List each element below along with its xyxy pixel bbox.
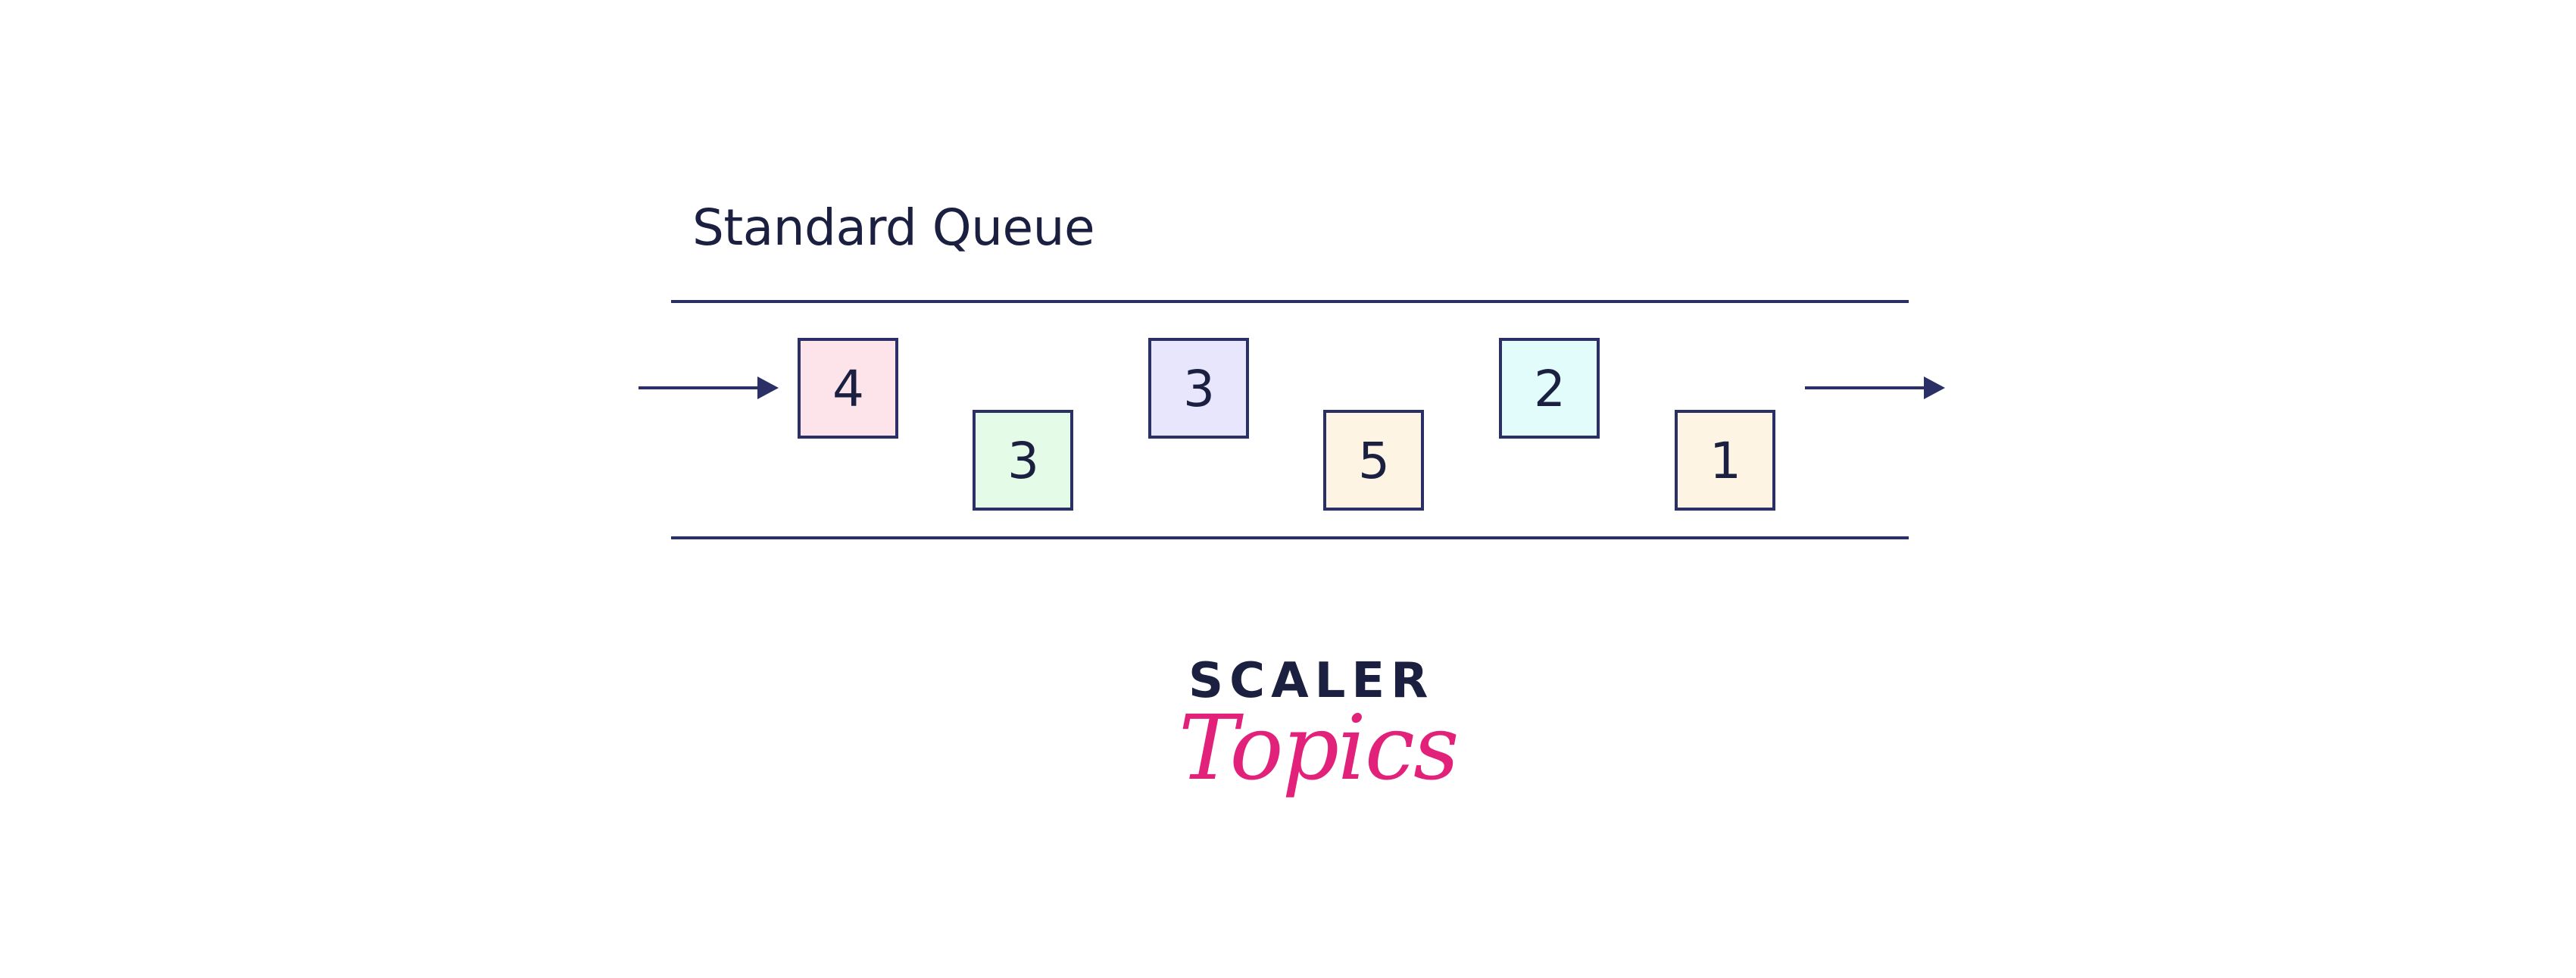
queue-item: 5 — [1323, 410, 1424, 511]
queue-item: 4 — [798, 338, 898, 439]
queue-item-label: 4 — [832, 360, 864, 418]
diagram-title: Standard Queue — [692, 198, 1095, 257]
queue-item-label: 2 — [1534, 360, 1566, 418]
queue-item: 3 — [1148, 338, 1249, 439]
queue-item: 3 — [973, 410, 1073, 511]
queue-item: 1 — [1675, 410, 1775, 511]
queue-item-label: 3 — [1007, 432, 1039, 490]
logo-product-text: Topics — [1179, 695, 1460, 800]
dequeue-arrow — [1805, 377, 1945, 399]
queue-item: 2 — [1499, 338, 1600, 439]
queue-item-label: 5 — [1358, 432, 1390, 490]
logo-brand-text: SCALER — [1188, 653, 1435, 709]
queue-item-label: 3 — [1183, 360, 1215, 418]
enqueue-arrow — [639, 377, 779, 399]
queue-item-label: 1 — [1710, 432, 1741, 490]
